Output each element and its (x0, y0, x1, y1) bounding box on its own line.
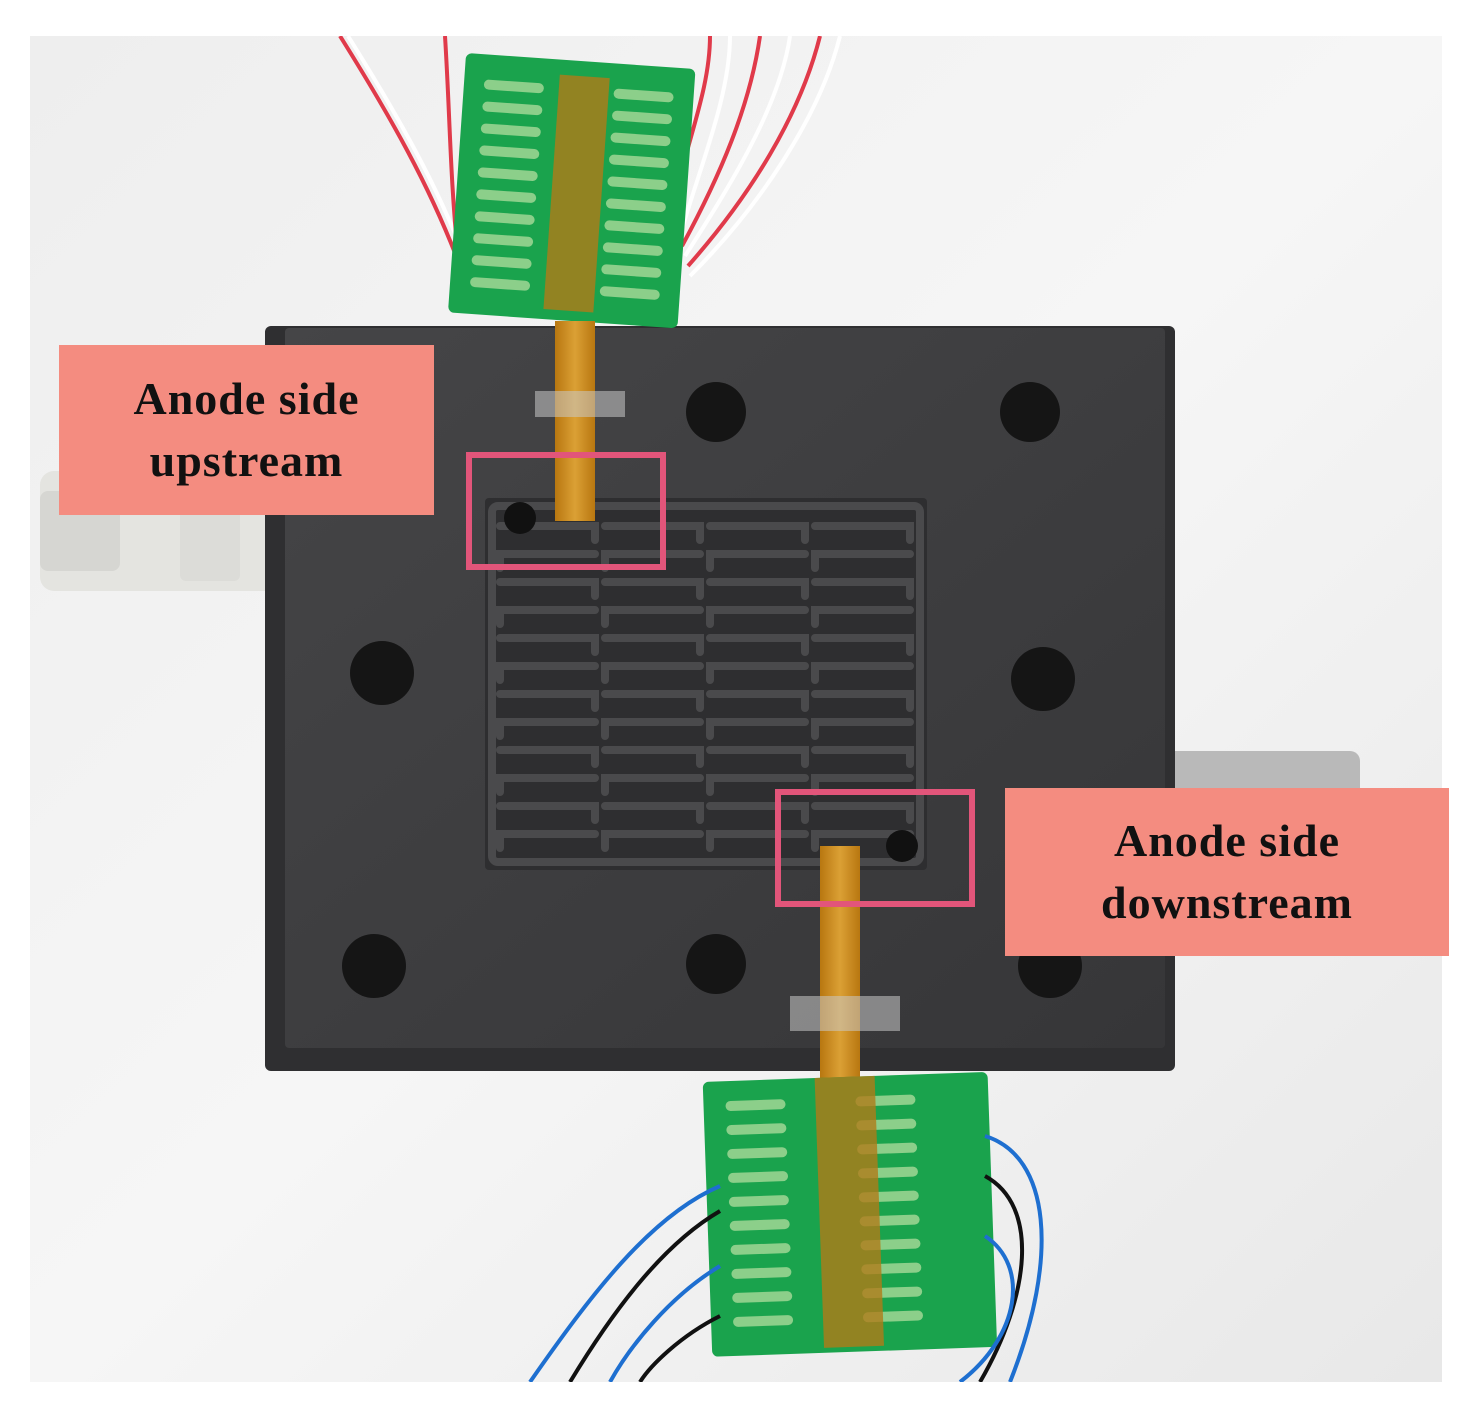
label-anode-upstream-line2: upstream (149, 435, 344, 486)
label-anode-downstream-line2: downstream (1101, 877, 1353, 928)
label-anode-upstream-line1: Anode side (133, 373, 360, 424)
highlight-box-downstream (775, 789, 975, 907)
photo (30, 36, 1442, 1382)
bottom-pcb (702, 1072, 997, 1357)
label-anode-downstream: Anode side downstream (1005, 788, 1449, 956)
label-anode-downstream-line1: Anode side (1114, 815, 1340, 866)
highlight-box-upstream (466, 452, 666, 570)
label-anode-upstream: Anode side upstream (59, 345, 434, 515)
top-pcb (448, 53, 696, 329)
